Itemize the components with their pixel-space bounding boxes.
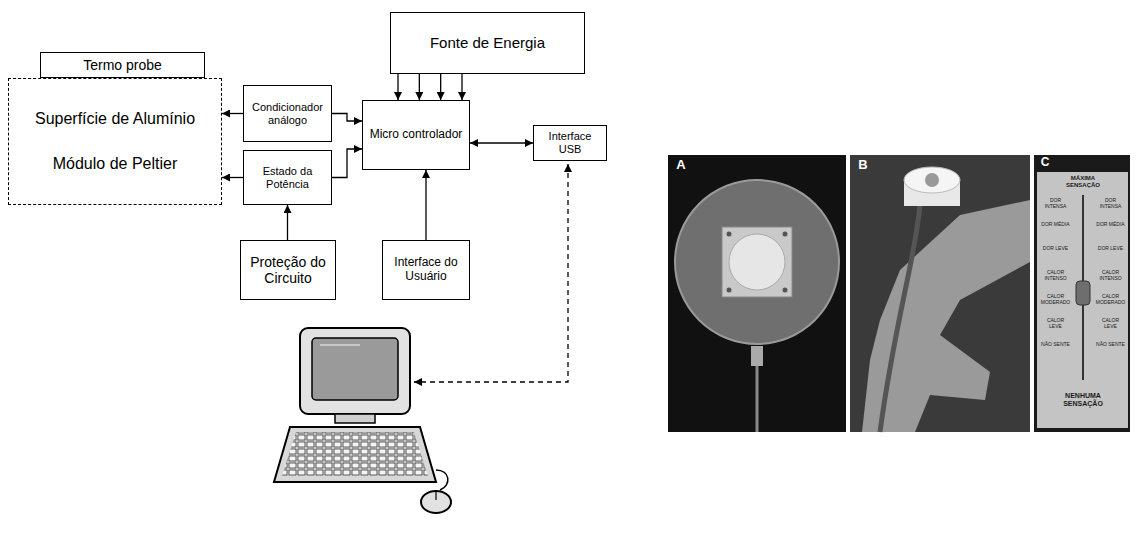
- probe-top: [904, 167, 960, 193]
- mouse-button-line: [435, 491, 436, 500]
- scale-label: CALOR LEVE: [1095, 318, 1126, 329]
- interface-box: Interface do Usuário: [382, 240, 470, 300]
- process-box: Condicionador análogo: [243, 85, 332, 142]
- node-text: Fonte de Energia: [430, 34, 545, 51]
- photo-background: [1034, 155, 1130, 432]
- scale-label: MÁXIMA SENSAÇÃO: [1062, 175, 1104, 188]
- scale-label: DOR INTENSA: [1095, 198, 1126, 209]
- scale-label: CALOR MODERADO: [1095, 294, 1126, 305]
- connector-arrow: [397, 74, 398, 100]
- interface-box: Interface USB: [533, 125, 607, 161]
- panel-letter: B: [855, 158, 871, 172]
- scale-label: NENHUMA SENSAÇÃO: [1052, 392, 1114, 407]
- process-box: Estado da Potência: [243, 150, 332, 205]
- controller-box: Micro controlador: [362, 100, 470, 170]
- node-text: Termo probe: [83, 57, 162, 73]
- scale-label: CALOR LEVE: [1040, 318, 1071, 329]
- connector-arrow: [461, 74, 462, 100]
- connector-arrow: [425, 170, 426, 240]
- scale-label: NÃO SENTE: [1040, 342, 1071, 348]
- node-text: Micro controlador: [370, 128, 463, 142]
- screw: [783, 232, 788, 237]
- aluminium-disc: [729, 234, 785, 290]
- scale-label: DOR LEVE: [1095, 246, 1126, 252]
- connector-arrow: [332, 149, 362, 178]
- photo-c: [1034, 155, 1130, 432]
- node-text: Condicionador análogo: [248, 101, 327, 126]
- node-text: Superfície de Alumínio: [35, 110, 195, 128]
- connector-arrow: [222, 177, 243, 178]
- screw: [727, 232, 732, 237]
- probe-cable: [880, 205, 920, 432]
- scale-label: DOR LEVE: [1040, 246, 1071, 252]
- screen-glare: [320, 344, 360, 346]
- keyboard-keys: [282, 432, 428, 476]
- scale-label: DOR INTENSA: [1040, 198, 1071, 209]
- monitor-body: [300, 328, 410, 414]
- connector-arrow: [332, 114, 362, 122]
- scale-label: CALOR MODERADO: [1040, 294, 1071, 305]
- scale-label: DOR MÉDIA: [1095, 222, 1126, 228]
- monitor-screen: [312, 338, 398, 400]
- cable-connector: [751, 346, 763, 366]
- keyboard: [274, 427, 436, 482]
- probe-plate: [722, 227, 792, 297]
- mouse: [421, 491, 451, 513]
- scale-label: CALOR INTENSO: [1040, 270, 1071, 281]
- connector-arrow: [470, 142, 533, 143]
- module-group: Superfície de AlumínioMódulo de Peltier: [8, 78, 222, 205]
- node-text: Proteção do Circuito: [245, 254, 331, 286]
- photo-a: [668, 155, 846, 432]
- computer-icon: [274, 328, 451, 513]
- monitor-stand: [335, 414, 375, 423]
- connector-arrow: [222, 113, 243, 114]
- connector-arrow: [440, 74, 441, 100]
- process-box: Proteção do Circuito: [240, 240, 336, 300]
- scale-label: CALOR INTENSO: [1095, 270, 1126, 281]
- scale-label: DOR MÉDIA: [1040, 222, 1071, 228]
- photo-background: [850, 155, 1030, 432]
- node-text: Interface do Usuário: [387, 256, 465, 284]
- forearm: [862, 200, 1030, 432]
- node-text: Interface USB: [538, 130, 602, 155]
- connector-arrow: [287, 205, 288, 240]
- node-text: Estado da Potência: [248, 165, 327, 190]
- node-text: Módulo de Peltier: [53, 155, 178, 173]
- probe-housing: [675, 180, 839, 344]
- scale-panel: [1037, 172, 1128, 428]
- probe-cable: [756, 366, 759, 432]
- connector-arrow: [419, 74, 420, 100]
- photo-background: [668, 155, 846, 432]
- scale-label: NÃO SENTE: [1095, 342, 1126, 348]
- photo-b: [850, 155, 1030, 432]
- panel-letter: A: [673, 158, 689, 172]
- scale-slider: [1076, 281, 1090, 305]
- panel-letter: C: [1037, 156, 1053, 169]
- sensor-box: Termo probe: [40, 52, 205, 78]
- power-supply-box: Fonte de Energia: [390, 12, 585, 74]
- mouse-cable: [436, 470, 448, 490]
- screw: [783, 288, 788, 293]
- screw: [727, 288, 732, 293]
- probe-knob: [925, 173, 939, 187]
